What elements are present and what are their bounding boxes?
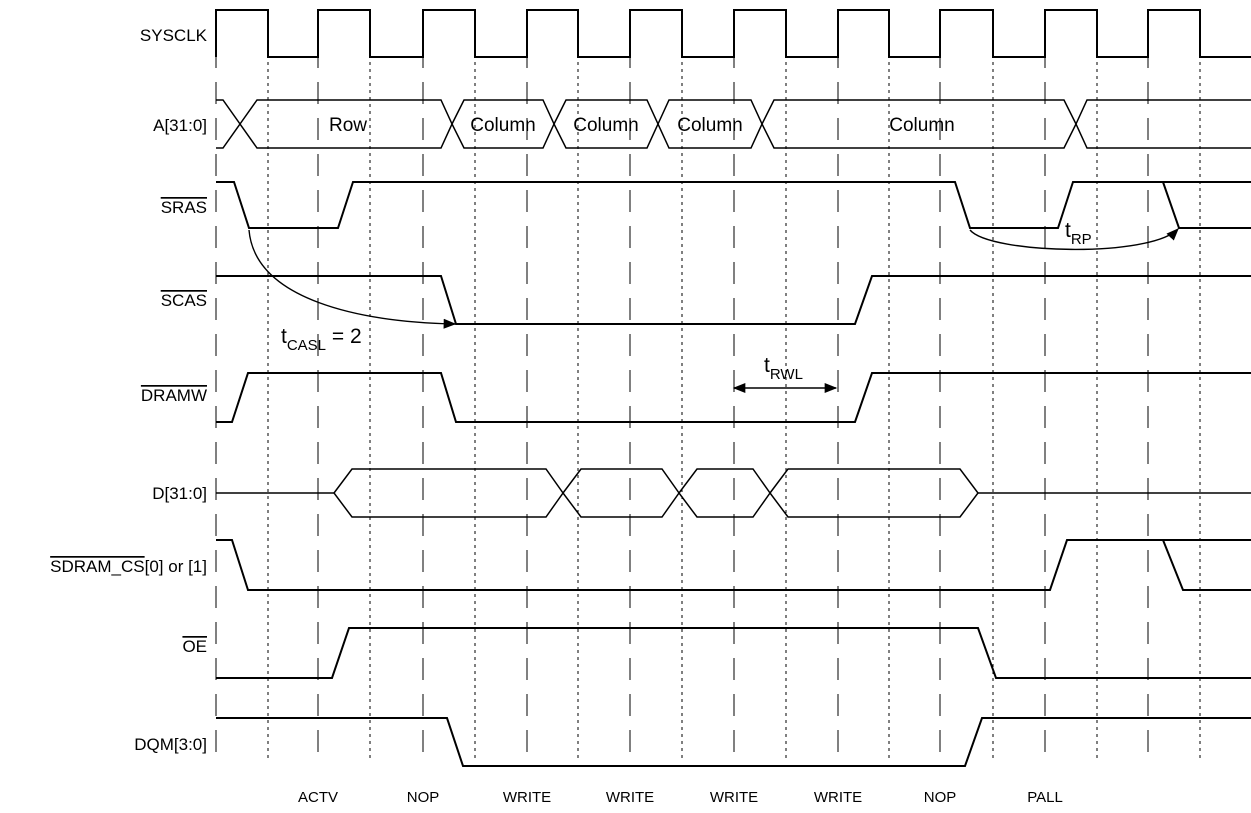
command-label: NOP bbox=[924, 789, 957, 806]
signal-label-scas: SCAS bbox=[161, 291, 207, 310]
sdram-cs-waveform bbox=[216, 539, 1251, 591]
command-label: PALL bbox=[1027, 789, 1063, 806]
oe-waveform bbox=[216, 627, 1251, 679]
signal-label-data: D[31:0] bbox=[152, 484, 207, 503]
signal-label-sras: SRAS bbox=[161, 198, 207, 217]
dramw-waveform bbox=[216, 372, 1251, 423]
sysclk-waveform bbox=[215, 9, 1251, 58]
trwl-label: tRWL bbox=[764, 354, 803, 383]
signal-label-sysclk: SYSCLK bbox=[140, 26, 208, 45]
signal-label-dramw: DRAMW bbox=[141, 386, 207, 405]
address-bus-waveform bbox=[216, 99, 1251, 149]
command-label: NOP bbox=[407, 789, 440, 806]
address-column-label-4: Column bbox=[889, 115, 954, 136]
signal-labels: SYSCLK A[31:0] SRAS SCAS DRAMW D[31:0] S… bbox=[50, 26, 207, 754]
data-bus-waveform bbox=[216, 468, 1251, 518]
trp-label: tRP bbox=[1065, 219, 1092, 248]
trp-arrow bbox=[969, 228, 1179, 251]
tcasl-arrow bbox=[248, 229, 457, 329]
address-column-label-2: Column bbox=[573, 115, 638, 136]
command-labels: ACTV NOP WRITE WRITE WRITE WRITE NOP PAL… bbox=[298, 789, 1063, 806]
sras-waveform bbox=[216, 181, 1251, 229]
signal-label-sdram-cs: SDRAM_CS[0] or [1] bbox=[50, 557, 207, 576]
command-label: WRITE bbox=[503, 789, 551, 806]
dqm-waveform bbox=[216, 717, 1251, 767]
address-column-label-3: Column bbox=[677, 115, 742, 136]
command-label: WRITE bbox=[710, 789, 758, 806]
command-label: WRITE bbox=[606, 789, 654, 806]
signal-label-dqm: DQM[3:0] bbox=[134, 735, 207, 754]
signal-label-address: A[31:0] bbox=[153, 116, 207, 135]
address-column-label-1: Column bbox=[470, 115, 535, 136]
grid-lines bbox=[215, 10, 1201, 762]
command-label: ACTV bbox=[298, 789, 338, 806]
address-row-label: Row bbox=[329, 115, 367, 136]
command-label: WRITE bbox=[814, 789, 862, 806]
signal-label-oe: OE bbox=[182, 637, 207, 656]
tcasl-label: tCASL = 2 bbox=[281, 325, 362, 354]
scas-waveform bbox=[216, 275, 1251, 325]
